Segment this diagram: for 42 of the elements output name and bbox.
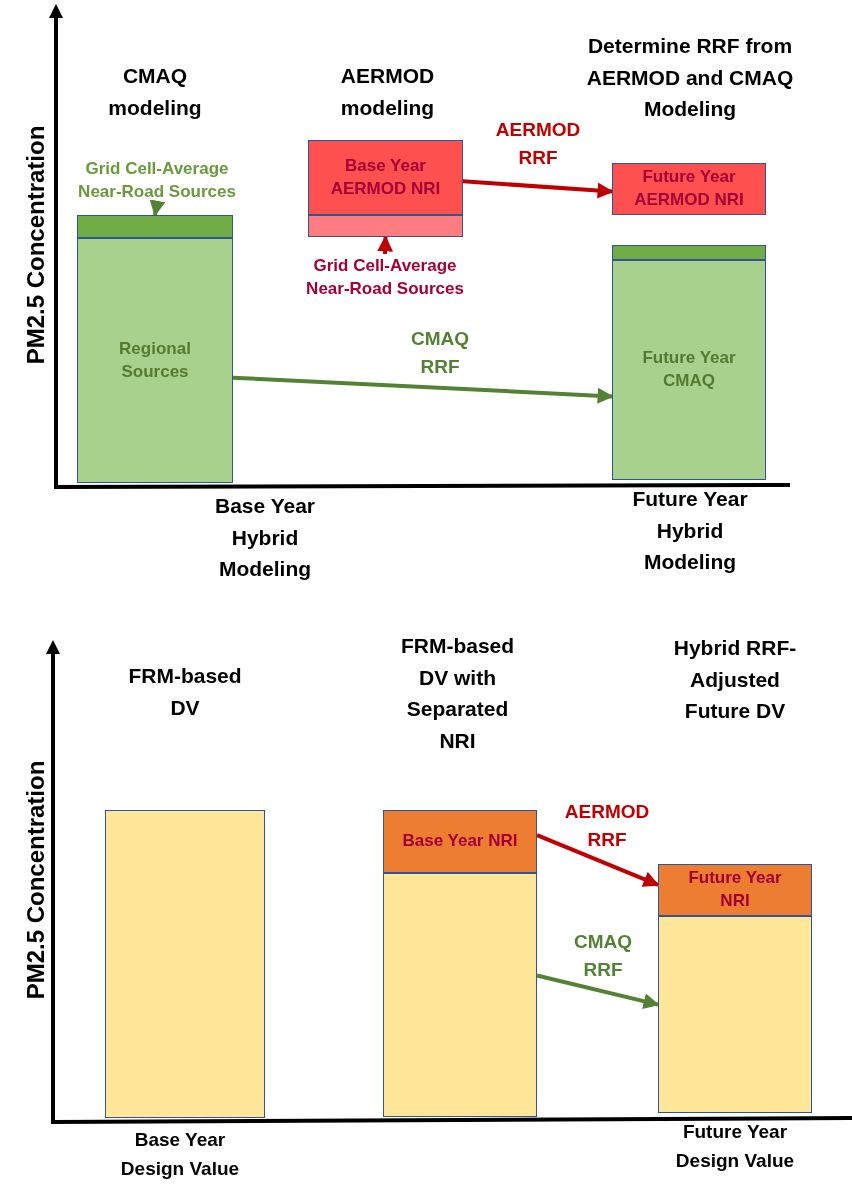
axis-title: PM2.5 Concentration: [22, 125, 50, 365]
column-heading: Hybrid RRF-Adjusted Future DV: [672, 635, 798, 724]
arrow: [536, 833, 660, 887]
arrow: [462, 179, 614, 199]
segment-label: Future Year CMAQ: [641, 347, 737, 392]
axis-category-label: Future Year Hybrid Modeling: [631, 486, 749, 575]
edge-label: CMAQ RRF: [572, 930, 634, 982]
stacked-bar-segment: [612, 260, 766, 480]
segment-label: Base Year NRI: [402, 830, 518, 853]
column-heading: AERMOD modeling: [339, 63, 436, 121]
stacked-bar-segment: [77, 238, 233, 483]
column-heading: FRM-based DV: [127, 663, 243, 721]
bar-segment: [383, 873, 537, 1117]
axis-category-label: Base Year Design Value: [119, 1128, 241, 1181]
stacked-bar-segment: [658, 864, 812, 916]
edge-label: AERMOD RRF: [494, 118, 582, 170]
segment-label: Regional Sources: [118, 337, 192, 383]
column-heading: Determine RRF from AERMOD and CMAQ Modeling: [585, 33, 795, 122]
segment-label: Base Year AERMOD NRI: [329, 154, 442, 200]
bar-segment: [658, 916, 812, 1113]
segment-label: Future Year NRI: [687, 867, 783, 912]
arrow: [149, 199, 166, 217]
edge-label: AERMOD RRF: [563, 800, 651, 852]
bar-segment: [308, 215, 463, 237]
stacked-bar-segment: [612, 163, 766, 215]
axis-category-label: Base Year Hybrid Modeling: [213, 493, 316, 582]
segment-label: Future Year AERMOD NRI: [633, 166, 745, 211]
edge-label: CMAQ RRF: [409, 327, 471, 379]
stacked-bar-segment: [383, 810, 537, 873]
bar-segment: [612, 245, 766, 260]
column-heading: FRM-based DV with Separated NRI: [399, 633, 516, 754]
callout-text: Grid Cell-Average Near-Road Sources: [77, 158, 237, 203]
stacked-bar-segment: [308, 140, 463, 215]
bar-segment: [105, 810, 265, 1118]
axis-category-label: Future Year Design Value: [674, 1120, 796, 1173]
arrow: [536, 973, 660, 1010]
bar-segment: [77, 215, 233, 238]
column-heading: CMAQ modeling: [107, 63, 203, 121]
axis-title: PM2.5 Concentration: [22, 760, 50, 1000]
arrow: [377, 235, 394, 255]
arrow: [232, 375, 614, 404]
callout-text: Grid Cell-Average Near-Road Sources: [305, 255, 465, 300]
